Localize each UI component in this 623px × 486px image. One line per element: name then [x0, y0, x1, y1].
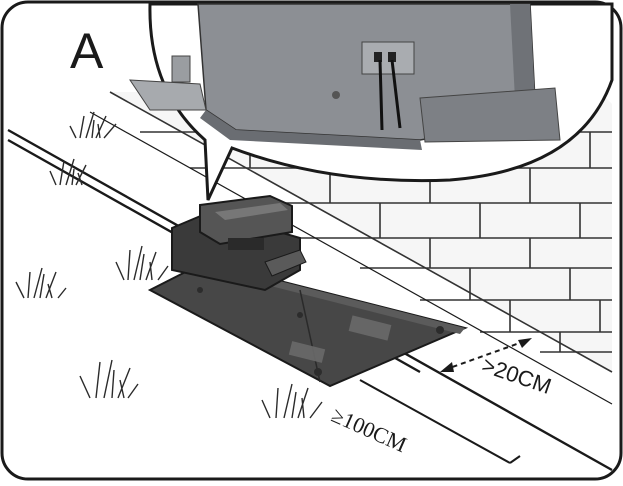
- callout-label-a: A: [70, 23, 105, 79]
- charging-station-icon: [147, 194, 469, 388]
- side-dimension-arrow: [440, 338, 532, 372]
- path-strip-line: [89, 111, 613, 405]
- front-dimension-line: [359, 379, 521, 464]
- gate-motor-icon: [129, 3, 561, 150]
- grass-tuft-icon: [15, 111, 323, 419]
